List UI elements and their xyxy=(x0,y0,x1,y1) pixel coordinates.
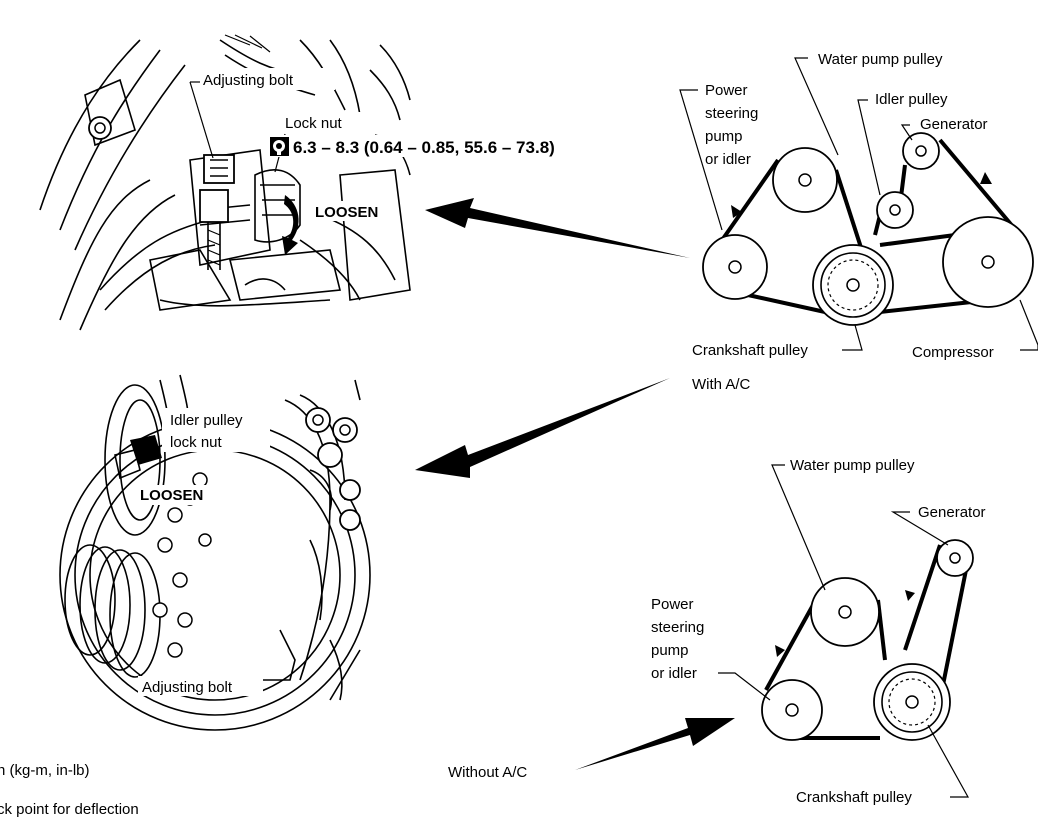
without-ac-caption: Without A/C xyxy=(448,764,527,781)
belt-check-mark-icon xyxy=(775,645,785,657)
top-loosen-label-group: LOOSEN xyxy=(312,201,388,221)
with-ac-crankshaft-label: Crankshaft pulley xyxy=(692,342,808,359)
legend-check-point-text: ck point for deflection xyxy=(0,801,139,818)
with-ac-water-pump-label: Water pump pulley xyxy=(818,51,943,68)
torque-spec-group: 6.3 – 8.3 (0.64 – 0.85, 55.6 – 73.8) xyxy=(268,135,650,157)
lock-nut-label: Lock nut xyxy=(285,115,343,132)
with-ac-compressor-label: Compressor xyxy=(912,344,994,361)
with-ac-ps-line2: steering xyxy=(705,105,758,122)
without-ac-water-pump-label: Water pump pulley xyxy=(790,457,915,474)
without-ac-ps-line2: steering xyxy=(651,619,704,636)
bottom-loosen-label: LOOSEN xyxy=(140,487,203,504)
with-ac-ps-line3: pump xyxy=(705,128,743,145)
lock-nut-label-2: lock nut xyxy=(170,434,223,451)
lock-nut-label-group: Lock nut xyxy=(268,112,380,173)
adjusting-bolt-label: Adjusting bolt xyxy=(203,72,294,89)
with-ac-generator-label: Generator xyxy=(920,116,988,133)
without-ac-crankshaft-label: Crankshaft pulley xyxy=(796,789,912,806)
torque-wrench-icon xyxy=(270,137,289,156)
without-ac-ps-line1: Power xyxy=(651,596,694,613)
belt-check-mark-icon xyxy=(905,590,915,601)
idler-lock-nut-label-group: Idler pulley lock nut xyxy=(162,408,270,452)
without-ac-generator-label: Generator xyxy=(918,504,986,521)
with-ac-caption: With A/C xyxy=(692,376,751,393)
arrow-icon xyxy=(425,198,690,258)
arrow-icon xyxy=(415,378,670,478)
bottom-adjusting-bolt-label: Adjusting bolt xyxy=(142,679,233,696)
without-ac-ps-line3: pump xyxy=(651,642,689,659)
arrow-icon xyxy=(575,718,735,770)
with-ac-idler-label: Idler pulley xyxy=(875,91,948,108)
belt-check-mark-icon xyxy=(731,205,742,218)
bottom-loosen-label-group: LOOSEN xyxy=(134,485,216,505)
with-ac-ps-line4: or idler xyxy=(705,151,751,168)
with-ac-ps-line1: Power xyxy=(705,82,748,99)
idler-pulley-label: Idler pulley xyxy=(170,412,243,429)
without-ac-belt-diagram xyxy=(718,464,974,798)
top-loosen-label: LOOSEN xyxy=(315,204,378,221)
belt-check-mark-icon xyxy=(980,172,992,184)
with-ac-belt-diagram xyxy=(679,57,1038,351)
legend-unit-text: n (kg-m, in-lb) xyxy=(0,762,90,779)
torque-spec-text: 6.3 – 8.3 (0.64 – 0.85, 55.6 – 73.8) xyxy=(293,138,555,157)
adjusting-bolt-label-group: Adjusting bolt xyxy=(189,68,335,159)
top-left-engine-illustration xyxy=(39,34,411,331)
bottom-adjusting-bolt-group: Adjusting bolt xyxy=(138,676,263,696)
without-ac-ps-line4: or idler xyxy=(651,665,697,682)
bottom-left-engine-illustration xyxy=(59,374,371,731)
